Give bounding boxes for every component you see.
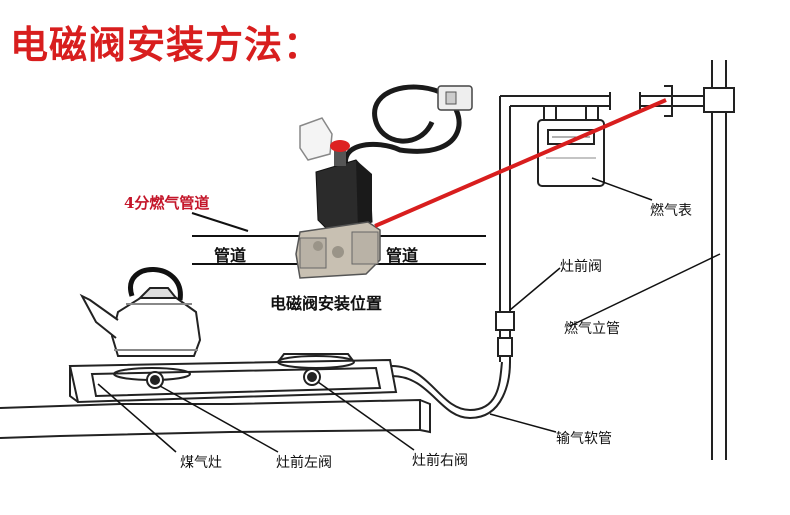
- page-title: 电磁阀安装方法：: [10, 23, 323, 67]
- pipe-left-label: 管道: [214, 246, 247, 265]
- gas-meter-icon: [537, 119, 605, 187]
- hose-label: 输气软管: [556, 431, 612, 447]
- counter: [0, 398, 431, 439]
- pipe-right-label: 管道: [386, 246, 419, 265]
- gas-riser-label: 燃气立管: [564, 321, 620, 337]
- right-valve-label: 灶前右阀: [412, 453, 468, 469]
- kettle-icon: [79, 267, 202, 357]
- stove-front-valve-label: 灶前阀: [560, 259, 602, 275]
- solenoid-valve-icon: [295, 84, 473, 279]
- gas-stove-label: 煤气灶: [180, 455, 222, 471]
- left-valve-label: 灶前左阀: [276, 455, 332, 471]
- gas-stove-icon: [68, 353, 398, 404]
- pipe-spec-label: 4分燃气管道: [124, 194, 210, 212]
- valve-indicator-line: [374, 98, 667, 228]
- gas-pipes: [391, 60, 735, 460]
- leader-lines: [97, 177, 721, 453]
- gas-meter-label: 燃气表: [650, 203, 692, 219]
- valve-position-label: 电磁阀安装位置: [270, 294, 383, 313]
